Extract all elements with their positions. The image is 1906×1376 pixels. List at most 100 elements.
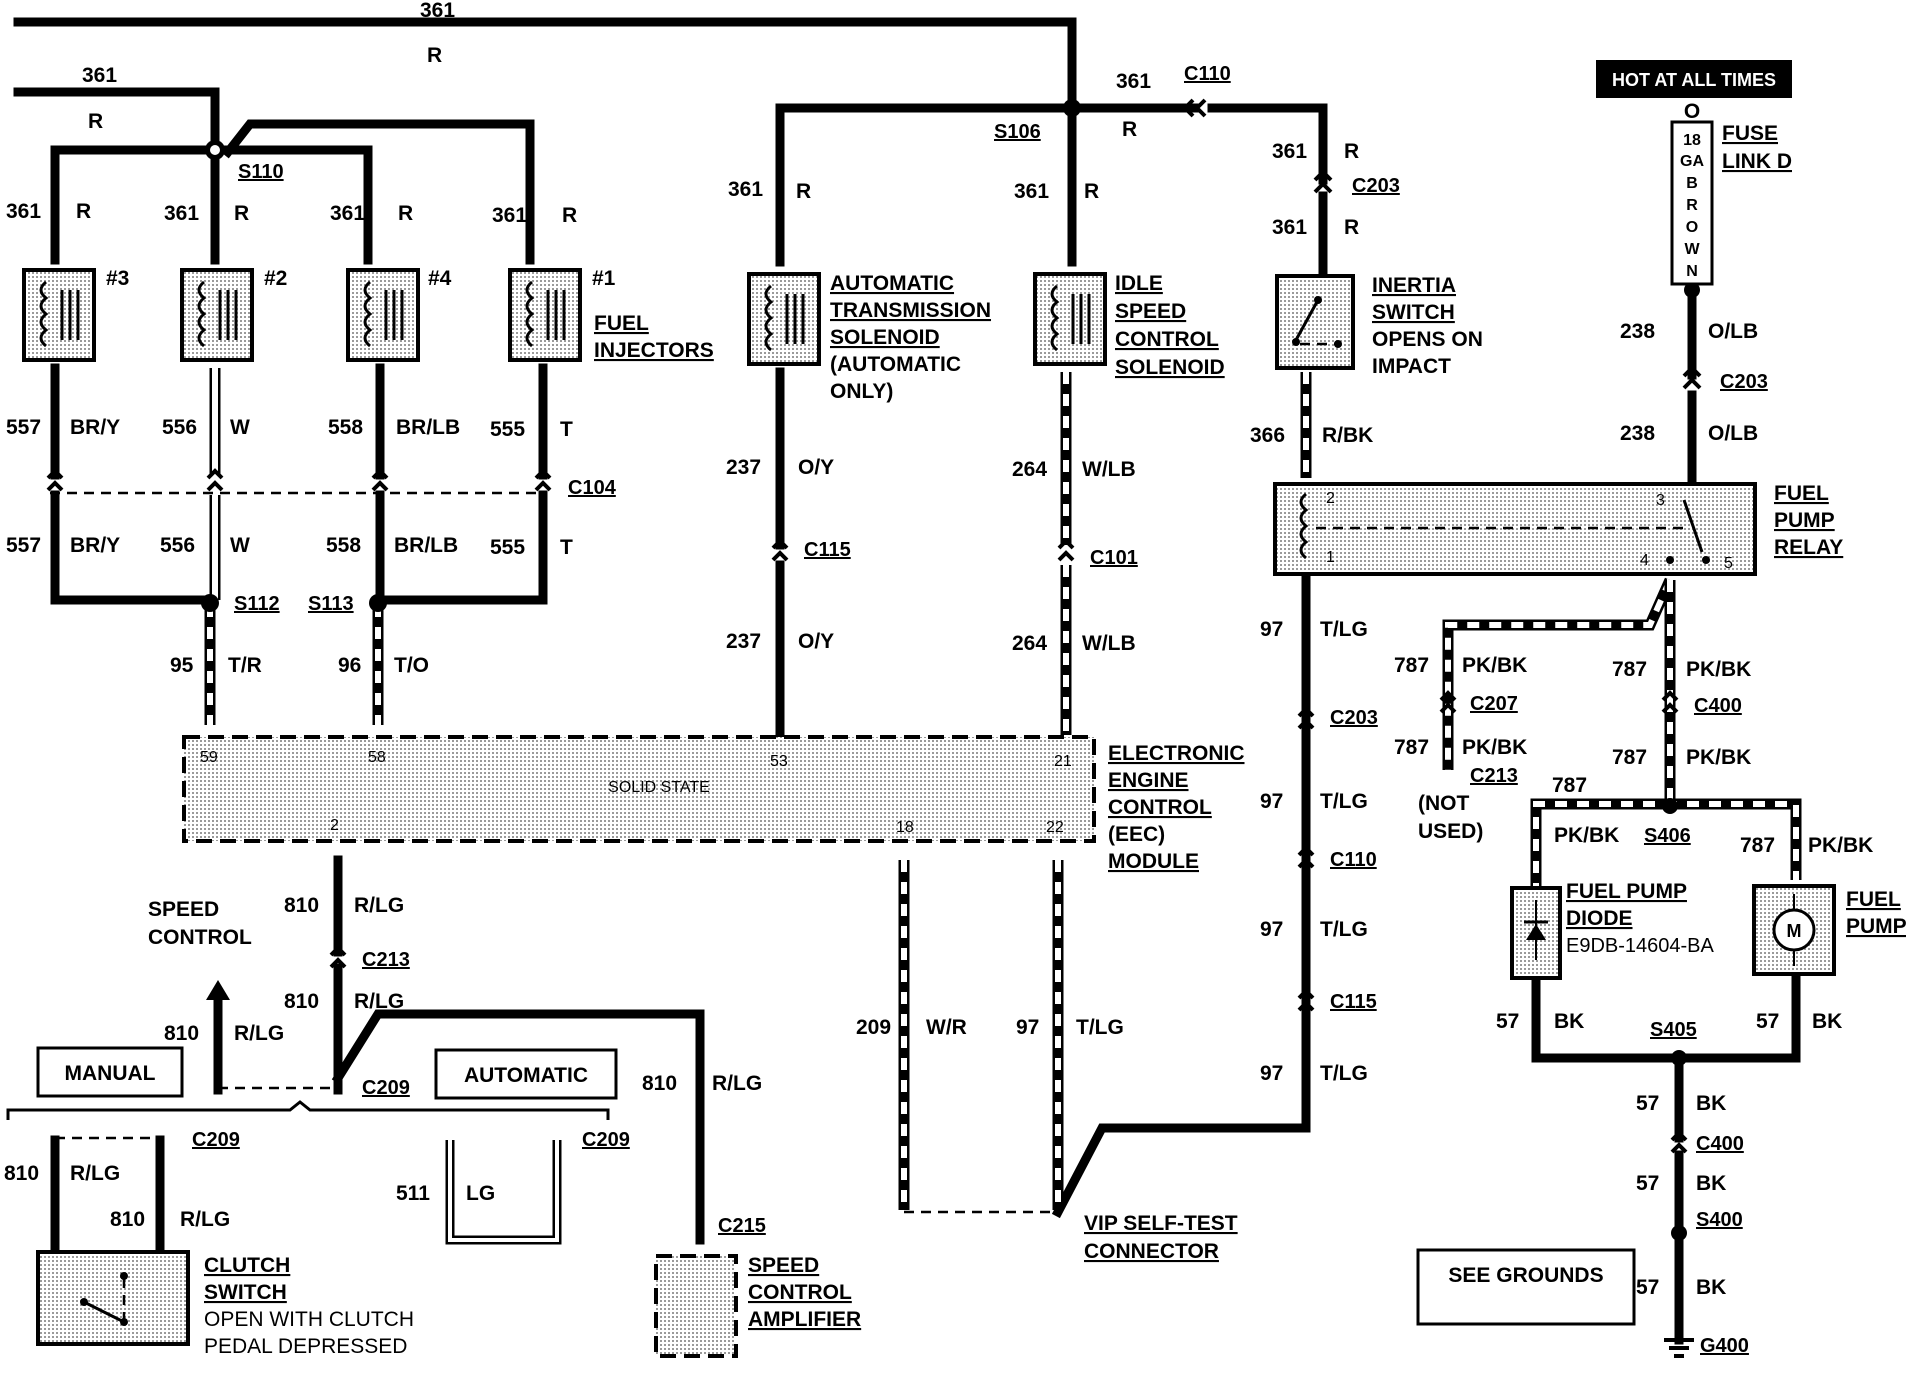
svg-text:N: N — [1686, 263, 1698, 280]
svg-text:FUSE: FUSE — [1722, 122, 1778, 145]
svg-text:810: 810 — [110, 1208, 145, 1231]
svg-text:810: 810 — [4, 1162, 39, 1185]
svg-text:R/BK: R/BK — [1322, 424, 1373, 447]
svg-text:57: 57 — [1756, 1010, 1779, 1033]
fuel-injector-3: #3 — [22, 267, 129, 362]
svg-text:C400: C400 — [1696, 1133, 1744, 1155]
svg-text:ONLY): ONLY) — [830, 380, 893, 403]
svg-text:W: W — [230, 534, 250, 557]
speed-control-wires — [6, 855, 705, 1255]
svg-text:BR/Y: BR/Y — [70, 416, 120, 439]
svg-text:57: 57 — [1636, 1276, 1659, 1299]
fuse-link-d: O 18 GA B R O W N FUSE LINK D — [1670, 100, 1792, 286]
speed-control-amplifier: SPEED CONTROL AMPLIFIER — [654, 1254, 861, 1358]
svg-text:IMPACT: IMPACT — [1372, 355, 1451, 378]
svg-text:R: R — [1122, 118, 1137, 141]
solenoid-lower-wires — [775, 367, 1072, 740]
svg-text:BR/LB: BR/LB — [396, 416, 460, 439]
fuel-pump-relay: 2 1 3 4 5 FUEL PUMP RELAY — [1273, 482, 1843, 576]
svg-text:2: 2 — [1326, 490, 1335, 507]
svg-text:555: 555 — [490, 536, 525, 559]
svg-text:PK/BK: PK/BK — [1686, 658, 1751, 681]
svg-text:T: T — [560, 418, 573, 441]
svg-text:S405: S405 — [1650, 1019, 1697, 1041]
svg-text:C209: C209 — [192, 1129, 240, 1151]
svg-text:AUTOMATIC: AUTOMATIC — [464, 1064, 588, 1087]
svg-text:O/LB: O/LB — [1708, 320, 1758, 343]
svg-text:361: 361 — [6, 200, 41, 223]
svg-text:HOT AT ALL TIMES: HOT AT ALL TIMES — [1612, 70, 1776, 90]
svg-text:C104: C104 — [568, 477, 617, 499]
svg-text:3: 3 — [1656, 492, 1665, 509]
svg-text:O/LB: O/LB — [1708, 422, 1758, 445]
fuel-injector-2: #2 — [180, 267, 287, 362]
svg-text:97: 97 — [1016, 1016, 1039, 1039]
svg-text:BR/Y: BR/Y — [70, 534, 120, 557]
svg-text:S106: S106 — [994, 121, 1041, 143]
svg-text:T/LG: T/LG — [1076, 1016, 1124, 1039]
svg-text:O/Y: O/Y — [798, 456, 834, 479]
svg-text:CLUTCH: CLUTCH — [204, 1254, 290, 1277]
svg-text:R: R — [234, 202, 249, 225]
svg-text:C209: C209 — [362, 1077, 410, 1099]
svg-text:5: 5 — [1724, 555, 1733, 572]
svg-text:USED): USED) — [1418, 820, 1483, 843]
svg-text:556: 556 — [162, 416, 197, 439]
svg-text:R/LG: R/LG — [180, 1208, 230, 1231]
svg-text:264: 264 — [1012, 458, 1047, 481]
svg-text:97: 97 — [1260, 918, 1283, 941]
svg-text:555: 555 — [490, 418, 525, 441]
svg-text:SWITCH: SWITCH — [204, 1281, 287, 1304]
svg-text:B: B — [1686, 175, 1698, 192]
hot-at-all-times-label: HOT AT ALL TIMES — [1596, 60, 1792, 98]
svg-text:558: 558 — [326, 534, 361, 557]
svg-text:W/R: W/R — [926, 1016, 967, 1039]
svg-text:BR/LB: BR/LB — [394, 534, 458, 557]
svg-text:IDLE: IDLE — [1115, 272, 1163, 295]
svg-text:BK: BK — [1696, 1172, 1726, 1195]
svg-text:97: 97 — [1260, 790, 1283, 813]
svg-text:237: 237 — [726, 456, 761, 479]
not-used-label: (NOT USED) — [1418, 792, 1483, 843]
svg-text:FUEL: FUEL — [594, 312, 649, 335]
svg-text:511: 511 — [396, 1182, 430, 1205]
svg-text:58: 58 — [368, 749, 386, 766]
svg-text:T/LG: T/LG — [1320, 618, 1368, 641]
svg-text:T/R: T/R — [228, 654, 262, 677]
arrow-up-icon — [206, 980, 230, 1000]
svg-text:1: 1 — [1326, 549, 1335, 566]
svg-text:C110: C110 — [1330, 849, 1377, 871]
svg-text:#3: #3 — [106, 267, 129, 290]
svg-text:(AUTOMATIC: (AUTOMATIC — [830, 353, 961, 376]
svg-text:E9DB-14604-BA: E9DB-14604-BA — [1566, 935, 1715, 957]
manual-box: MANUAL — [36, 1046, 184, 1098]
svg-text:C400: C400 — [1694, 695, 1742, 717]
ground-symbol-icon — [1664, 1338, 1694, 1358]
svg-text:C203: C203 — [1352, 175, 1400, 197]
svg-text:95: 95 — [170, 654, 194, 677]
svg-text:SPEED: SPEED — [1115, 300, 1186, 323]
svg-text:R: R — [562, 204, 577, 227]
svg-text:57: 57 — [1636, 1172, 1659, 1195]
svg-text:2: 2 — [330, 817, 339, 834]
svg-text:BK: BK — [1696, 1092, 1726, 1115]
svg-text:361: 361 — [492, 204, 527, 227]
svg-text:787: 787 — [1612, 746, 1647, 769]
svg-text:CONTROL: CONTROL — [748, 1281, 852, 1304]
svg-text:57: 57 — [1636, 1092, 1659, 1115]
svg-text:810: 810 — [164, 1022, 199, 1045]
svg-text:INERTIA: INERTIA — [1372, 274, 1456, 297]
svg-text:SPEED: SPEED — [148, 898, 219, 921]
svg-text:FUEL PUMP: FUEL PUMP — [1566, 880, 1687, 903]
svg-text:R/LG: R/LG — [70, 1162, 120, 1185]
connector-chevrons — [46, 98, 1702, 1154]
svg-text:PK/BK: PK/BK — [1462, 736, 1527, 759]
svg-text:#1: #1 — [592, 267, 616, 290]
svg-text:C110: C110 — [1184, 63, 1231, 85]
fuel-injector-4: #4 — [346, 267, 452, 362]
svg-text:96: 96 — [338, 654, 361, 677]
svg-text:558: 558 — [328, 416, 363, 439]
svg-text:FUEL: FUEL — [1774, 482, 1829, 505]
svg-text:R/LG: R/LG — [712, 1072, 762, 1095]
svg-text:366: 366 — [1250, 424, 1285, 447]
